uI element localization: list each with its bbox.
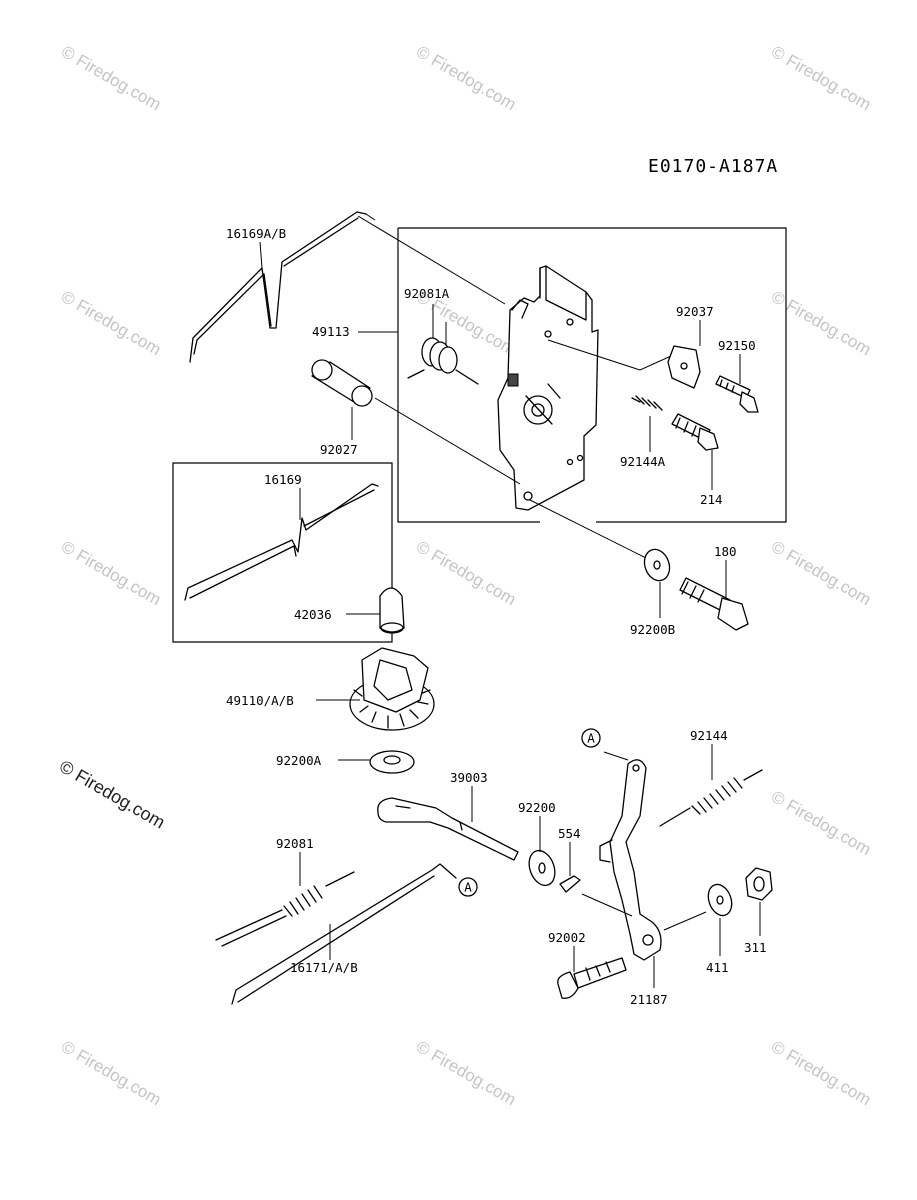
cap-42036	[346, 587, 405, 634]
part-label: 92081	[276, 836, 314, 851]
watermark: © Firedog.com	[413, 537, 519, 609]
part-label: 42036	[294, 607, 332, 622]
reference-callout-a: A	[581, 728, 601, 748]
part-label: 214	[700, 492, 723, 507]
part-labels: 16169A/B 49113 92081A 92027 92037 92150 …	[226, 226, 767, 1007]
part-label: 92144A	[620, 454, 666, 469]
governor-rod-16169ab	[189, 211, 376, 363]
clip-554	[559, 842, 581, 893]
part-label: 92200	[518, 800, 556, 815]
watermark: © Firedog.com	[58, 537, 164, 609]
part-label: 16169A/B	[226, 226, 286, 241]
watermark: © Firedog.com	[413, 42, 519, 114]
part-label: 92200B	[630, 622, 675, 637]
part-label: 39003	[450, 770, 488, 785]
part-label: 92037	[676, 304, 714, 319]
governor-shaft-39003	[377, 786, 519, 861]
diagram-code: E0170-A187A	[648, 156, 778, 177]
watermark: © Firedog.com	[413, 1037, 519, 1109]
watermark: © Firedog.com	[768, 1037, 874, 1109]
part-label: 49113	[312, 324, 350, 339]
nut-311	[745, 867, 773, 936]
watermark: © Firedog.com	[58, 42, 164, 114]
reference-callout-a: A	[458, 877, 478, 897]
callout-letter: A	[464, 880, 472, 895]
bolt-180	[679, 560, 749, 631]
watermark: © Firedog.com	[58, 287, 164, 359]
spring-92081	[215, 852, 355, 947]
bolt-92002	[557, 946, 627, 999]
bolt-214	[671, 413, 719, 490]
governor-gear-49110	[316, 647, 435, 731]
part-label: 92002	[548, 930, 586, 945]
part-label: 92200A	[276, 753, 322, 768]
part-label: 180	[714, 544, 737, 559]
part-label: 92144	[690, 728, 728, 743]
link-rod-frame	[172, 462, 393, 643]
spring-92144	[659, 744, 763, 827]
part-label: 411	[706, 960, 729, 975]
watermark: © Firedog.com	[768, 537, 874, 609]
part-label: 49110/A/B	[226, 693, 294, 708]
governor-arm-21187	[581, 751, 707, 988]
link-rod-16169	[184, 483, 379, 601]
clamp-92037	[667, 320, 701, 389]
governor-plate-frame	[397, 227, 787, 523]
watermark: © Firedog.com	[768, 787, 874, 859]
part-label: 92027	[320, 442, 358, 457]
washer-92200a	[338, 750, 415, 774]
part-label: 311	[744, 940, 767, 955]
part-label: 554	[558, 826, 581, 841]
watermark-primary: © Firedog.com	[56, 756, 168, 832]
governor-plate-49113	[497, 265, 599, 511]
part-label: 92081A	[404, 286, 450, 301]
washer-92200	[528, 816, 556, 887]
watermark: © Firedog.com	[768, 287, 874, 359]
washer-92200b	[643, 548, 671, 618]
part-label: 92150	[718, 338, 756, 353]
bolt-92150	[715, 354, 759, 413]
part-label: 16171/A/B	[290, 960, 358, 975]
watermark: © Firedog.com	[58, 1037, 164, 1109]
spring-92144a	[631, 395, 663, 452]
governor-rod-16171ab	[231, 863, 457, 1005]
part-label: 21187	[630, 992, 668, 1007]
spring-92081a	[407, 304, 479, 385]
part-label: 16169	[264, 472, 302, 487]
sleeve-92027	[311, 359, 373, 440]
watermark: © Firedog.com	[768, 42, 874, 114]
washer-411	[707, 883, 733, 956]
callout-letter: A	[587, 731, 595, 746]
